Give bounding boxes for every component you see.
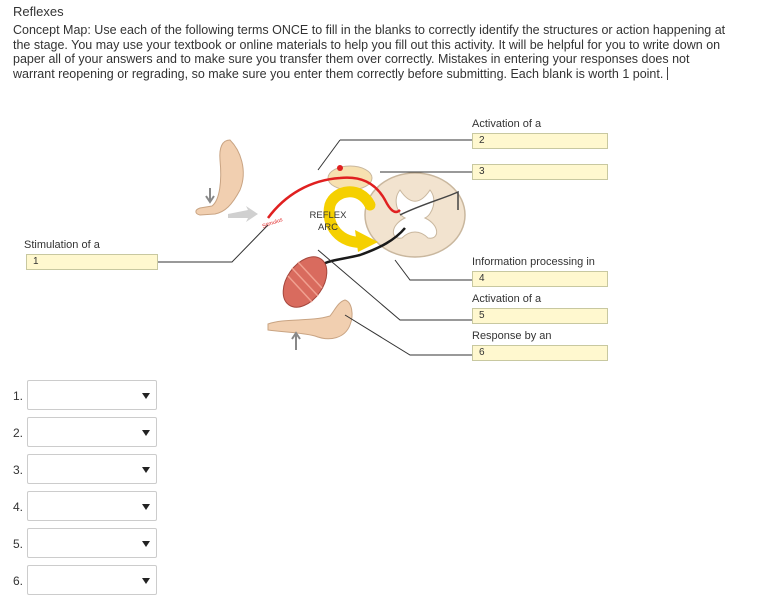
answer-select-6[interactable] [27,565,157,595]
label-activation-a: Activation of a [472,118,542,130]
dropdown-arrow-icon [142,578,150,584]
label-information-processing: Information processing in [472,256,595,268]
stimulus-arrow-icon [228,206,258,222]
spinal-cord-cross-section [364,172,466,258]
blank-2: 2 [472,133,608,149]
dropdown-arrow-icon [142,541,150,547]
answer-number: 6. [13,574,24,588]
blank-5: 5 [472,308,608,324]
dropdown-arrow-icon [142,504,150,510]
answer-select-4[interactable] [27,491,157,521]
answer-number: 2. [13,426,24,440]
reflex-arc-diagram: REFLEX ARC Stimulus [158,139,480,356]
reflex-arc-figure: REFLEX ARC Stimulus Stimulation of a 1 A… [0,110,776,370]
answer-select-3[interactable] [27,454,157,484]
lower-arm-illustration [267,299,353,340]
dropdown-arrow-icon [142,393,150,399]
answer-number: 1. [13,389,24,403]
label-activation-b: Activation of a [472,293,542,305]
up-arrow-icon [291,331,301,350]
answer-row-5: 5. [0,528,200,560]
muscle-bundle [282,256,328,308]
answer-row-4: 4. [0,491,200,523]
answer-row-2: 2. [0,417,200,449]
answer-row-6: 6. [0,565,200,597]
motor-neuron [317,227,406,269]
reflex-arc-label-line1: REFLEX [310,210,348,221]
blank-1: 1 [26,254,158,270]
answer-select-2[interactable] [27,417,157,447]
reflex-arc-label-line2: ARC [318,222,338,233]
dropdown-arrow-icon [142,467,150,473]
blank-3: 3 [472,164,608,180]
down-arrow-icon [205,188,215,204]
answer-number: 3. [13,463,24,477]
answer-row-1: 1. [0,380,200,412]
answer-number: 5. [13,537,24,551]
answer-select-1[interactable] [27,380,157,410]
answer-row-3: 3. [0,454,200,486]
answer-number: 4. [13,500,24,514]
answer-select-5[interactable] [27,528,157,558]
instructions-text: Concept Map: Use each of the following t… [13,23,726,81]
label-response: Response by an [472,330,552,342]
sensory-neuron [266,176,401,219]
page-title: Reflexes [13,4,64,19]
label-stimulation: Stimulation of a [24,239,100,251]
dropdown-arrow-icon [142,430,150,436]
blank-6: 6 [472,345,608,361]
leader-lines [158,139,480,356]
text-caret [667,66,669,80]
reflex-arc-arrow [323,186,376,248]
reflex-arc-arrowhead [355,230,378,252]
blank-4: 4 [472,271,608,287]
upper-arm-illustration [195,139,244,216]
